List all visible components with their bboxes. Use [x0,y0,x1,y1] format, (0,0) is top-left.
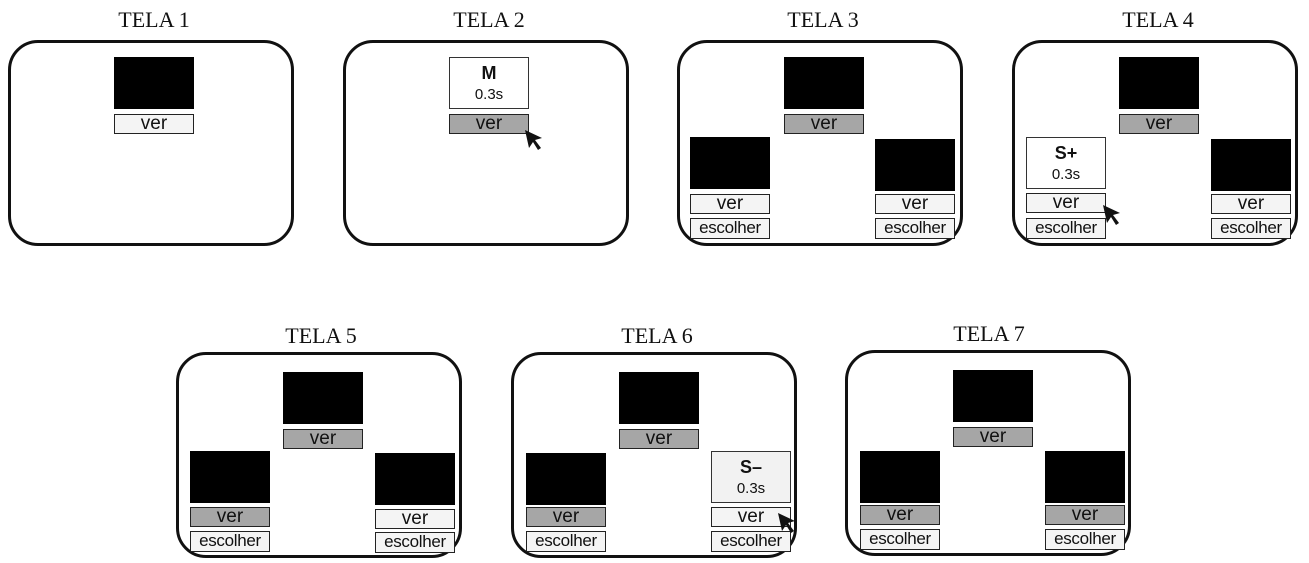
screen-5: ver ver escolher ver escolher [176,352,462,558]
positive-stimulus-duration: 0.3s [1051,166,1081,183]
screen-1: ver [8,40,294,246]
panel-4-title: TELA 4 [1122,7,1194,32]
left-ver-button[interactable]: ver [860,505,940,525]
panel-7-title: TELA 7 [953,321,1025,346]
screen-7: ver ver escolher ver escolher [845,350,1131,556]
right-ver-button[interactable]: ver [711,507,791,527]
negative-stimulus-label: S– [739,457,763,477]
sample-stimulus [953,370,1033,422]
screen-4: ver S+ 0.3s ver escolher ver escolher [1012,40,1298,246]
left-ver-button[interactable]: ver [1026,193,1106,213]
right-comparison-stimulus [875,139,955,191]
right-ver-button[interactable]: ver [1045,505,1125,525]
sample-ver-button[interactable]: ver [953,427,1033,447]
right-comparison-stimulus [375,453,455,505]
right-ver-button[interactable]: ver [1211,194,1291,214]
left-ver-button[interactable]: ver [526,507,606,527]
screen-3: ver ver escolher ver escolher [677,40,963,246]
left-ver-button[interactable]: ver [690,194,770,214]
left-ver-button[interactable]: ver [190,507,270,527]
left-comparison-stimulus [190,451,270,503]
sample-stimulus [784,57,864,109]
sample-stimulus [619,372,699,424]
right-comparison-stimulus [1211,139,1291,191]
left-escolher-button[interactable]: escolher [190,531,270,552]
right-escolher-button[interactable]: escolher [1045,529,1125,550]
left-escolher-button[interactable]: escolher [690,218,770,239]
right-escolher-button[interactable]: escolher [711,531,791,552]
panel-3-title: TELA 3 [787,7,859,32]
left-escolher-button[interactable]: escolher [860,529,940,550]
sample-stimulus-label: M [481,63,497,83]
sample-stimulus-revealed: M 0.3s [449,57,529,109]
right-escolher-button[interactable]: escolher [1211,218,1291,239]
sample-stimulus [1119,57,1199,109]
arrow-cursor-icon [525,130,542,150]
left-escolher-button[interactable]: escolher [1026,218,1106,239]
panel-5-title: TELA 5 [285,323,357,348]
arrow-cursor-icon [778,513,795,533]
sample-stimulus [283,372,363,424]
right-escolher-button[interactable]: escolher [875,218,955,239]
left-comparison-stimulus [690,137,770,189]
left-comparison-stimulus [526,453,606,505]
left-escolher-button[interactable]: escolher [526,531,606,552]
negative-stimulus-duration: 0.3s [736,480,766,497]
left-comparison-revealed: S+ 0.3s [1026,137,1106,189]
positive-stimulus-label: S+ [1054,143,1078,163]
left-comparison-stimulus [860,451,940,503]
sample-stimulus-duration: 0.3s [474,86,504,103]
sample-ver-button[interactable]: ver [449,114,529,134]
sample-ver-button[interactable]: ver [784,114,864,134]
sample-ver-button[interactable]: ver [1119,114,1199,134]
panel-1-title: TELA 1 [118,7,190,32]
right-ver-button[interactable]: ver [875,194,955,214]
sample-stimulus [114,57,194,109]
sample-ver-button[interactable]: ver [114,114,194,134]
right-escolher-button[interactable]: escolher [375,532,455,553]
screen-2: M 0.3s ver [343,40,629,246]
arrow-cursor-icon [1103,205,1120,225]
sample-ver-button[interactable]: ver [619,429,699,449]
right-ver-button[interactable]: ver [375,509,455,529]
screen-6: ver ver escolher S– 0.3s ver escolher [511,352,797,558]
right-comparison-revealed: S– 0.3s [711,451,791,503]
panel-2-title: TELA 2 [453,7,525,32]
panel-6-title: TELA 6 [621,323,693,348]
right-comparison-stimulus [1045,451,1125,503]
sample-ver-button[interactable]: ver [283,429,363,449]
